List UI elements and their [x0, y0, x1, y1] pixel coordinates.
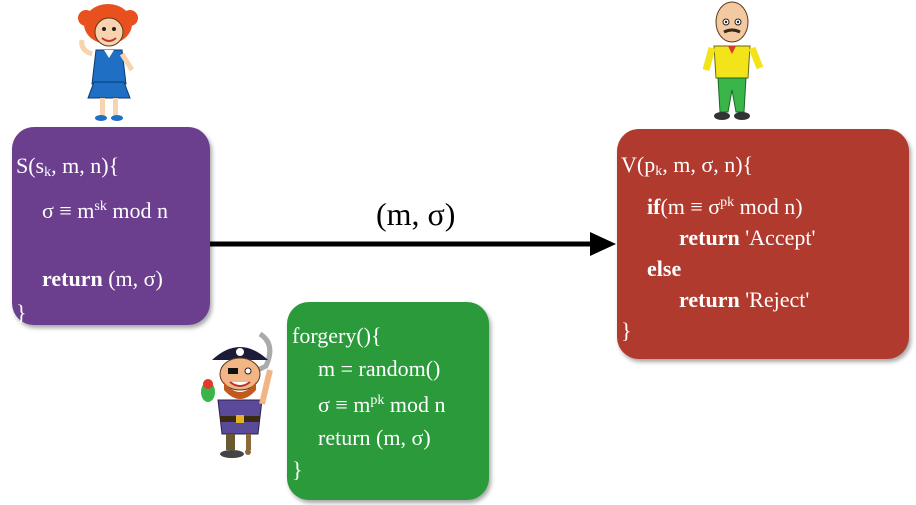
- signer-return-line: return (m, σ): [42, 266, 163, 291]
- woman-icon: [78, 4, 138, 121]
- verifier-header: V(pk, m, σ, n){: [621, 152, 754, 179]
- verifier-close-brace: }: [621, 318, 632, 343]
- verifier-else-line: else: [647, 256, 682, 281]
- verifier-function-box: V(pk, m, σ, n){ if(m ≡ σpk mod n) return…: [617, 129, 909, 359]
- message-label: (m, σ): [376, 196, 456, 232]
- forgery-sign-line: σ ≡ mpk mod n: [318, 392, 446, 417]
- signer-header: S(sk, m, n){: [16, 153, 120, 180]
- verifier-accept-line: return 'Accept': [679, 225, 816, 250]
- forgery-return-line: return (m, σ): [318, 424, 431, 450]
- bald-man-icon: [702, 1, 764, 120]
- signer-sign-line: σ ≡ msk mod n: [42, 198, 168, 223]
- verifier-reject-line: return 'Reject': [679, 287, 810, 312]
- signer-close-brace: }: [16, 300, 27, 325]
- pirate-icon: [201, 331, 273, 458]
- forgery-function-box: forgery(){ m = random() σ ≡ mpk mod n re…: [287, 302, 489, 500]
- signer-blank-line: [16, 228, 210, 262]
- forgery-header: forgery(){: [292, 323, 382, 348]
- message-arrow: [210, 232, 616, 256]
- forgery-close-brace: }: [292, 457, 303, 482]
- verifier-if-line: if(m ≡ σpk mod n): [647, 194, 803, 219]
- forgery-random-line: m = random(): [318, 355, 441, 381]
- signer-function-box: S(sk, m, n){ σ ≡ msk mod n return (m, σ)…: [12, 127, 210, 325]
